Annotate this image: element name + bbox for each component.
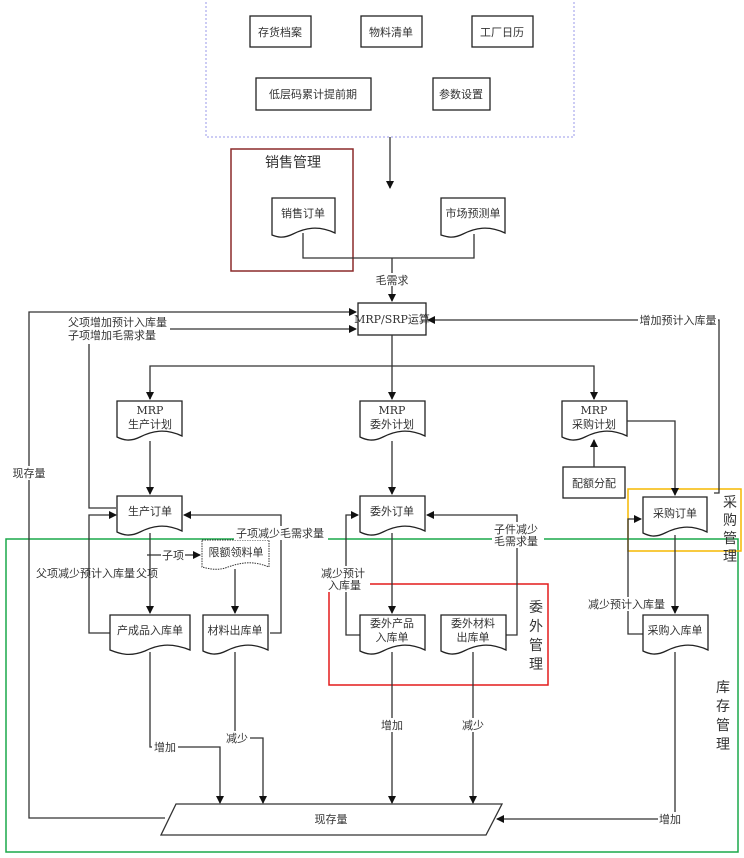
production-order-doc[interactable]: 生产订单 [116,495,183,536]
onhand-inventory-node[interactable]: 现存量 [159,803,504,836]
issue-to-prod-order-arrow [183,511,282,634]
svg-text:参数设置: 参数设置 [439,87,483,101]
mrp-srp-engine[interactable]: MRP/SRP运算 [354,302,430,336]
purchase-group-label-4: 理 [723,549,737,565]
issue-to-onhand-arrow [234,652,267,804]
sub-material-issue-doc[interactable]: 委外材料 出库单 [440,614,507,655]
pur-receipt-to-po-arrow [627,515,644,635]
inventory-group-frame [5,538,739,853]
pur-increase-label: 增加 [659,812,681,826]
parent-item-label: 父项 [136,567,158,580]
mrp-sub-plan-doc[interactable]: MRP 委外计划 [359,400,426,441]
po-increase-label: 增加预计入库量 [640,313,717,327]
subcontract-group-frame [328,583,549,686]
fg-to-onhand-arrow [149,652,224,804]
sales-group-frame [230,148,354,272]
config-item-low-level-code[interactable]: 低层码累计提前期 [255,77,372,111]
purchase-order-doc[interactable]: 采购订单 [642,496,708,537]
svg-text:销售订单: 销售订单 [281,206,325,220]
fg-increase-label: 增加 [154,740,176,754]
quota-allocation-box[interactable]: 配额分配 [562,466,626,499]
child-decrease-label: 子项减少毛需求量 [236,527,324,540]
material-issue-doc[interactable]: 材料出库单 [202,614,269,655]
inventory-group-label-2: 存 [716,699,730,715]
svg-text:入库单: 入库单 [376,631,409,644]
svg-text:MRP: MRP [137,404,165,417]
svg-text:产成品入库单: 产成品入库单 [117,623,183,637]
svg-text:MRP: MRP [581,404,609,417]
sub-dec-receipt-label-1: 减少预计 [321,567,365,580]
purchase-group-label-2: 购 [723,513,737,529]
purchase-group-label-1: 采 [723,495,737,511]
inventory-group-label-3: 管 [716,718,730,734]
parent-decrease-label: 父项减少预计入库量 [36,567,135,580]
svg-text:生产订单: 生产订单 [128,504,172,518]
subcontract-group-label-3: 管 [529,638,543,654]
subcontract-group-label-4: 理 [529,657,543,673]
purchase-group-label-3: 管 [723,531,737,547]
onhand-feedback-line [28,308,357,819]
pur-dec-receipt-label: 减少预计入库量 [588,598,665,611]
subcontract-group-label-1: 委 [529,600,543,616]
child-item-label: 子项 [162,549,184,562]
config-group-frame [205,0,575,138]
svg-text:现存量: 现存量 [315,812,348,826]
part-dec-label-2: 毛需求量 [494,535,538,548]
gross-req-label: 毛需求 [376,274,409,287]
sub-decrease-label: 减少 [462,719,484,732]
mrp-prod-plan-doc[interactable]: MRP 生产计划 [116,400,183,441]
pur-receipt-to-onhand-arrow [496,652,676,823]
subcontract-order-doc[interactable]: 委外订单 [359,495,426,536]
config-item-bom[interactable]: 物料清单 [360,15,423,48]
fg-receipt-doc[interactable]: 产成品入库单 [109,614,191,656]
sales-order-doc[interactable]: 销售订单 [271,197,336,238]
sales-merge-line [302,233,475,259]
svg-text:MRP/SRP运算: MRP/SRP运算 [354,312,430,326]
onhand-feedback-label: 现存量 [13,466,46,480]
svg-text:物料清单: 物料清单 [369,25,413,39]
sub-dec-receipt-label-2: 入库量 [328,579,361,592]
inventory-group-label-1: 库 [716,680,730,696]
forecast-doc[interactable]: 市场预测单 [440,197,506,238]
svg-text:材料出库单: 材料出库单 [208,623,263,637]
po-increase-arrow [427,316,720,494]
svg-text:委外材料: 委外材料 [451,616,495,630]
svg-text:委外计划: 委外计划 [370,418,414,431]
svg-text:存货档案: 存货档案 [258,25,302,39]
svg-text:市场预测单: 市场预测单 [446,206,501,220]
svg-text:采购订单: 采购订单 [653,506,697,520]
pur-plan-to-po-arrow [627,420,679,496]
svg-text:配额分配: 配额分配 [572,477,616,490]
svg-text:出库单: 出库单 [457,630,490,644]
svg-text:生产计划: 生产计划 [128,417,172,431]
fg-to-prod-order-arrow [88,511,119,634]
limit-pick-doc[interactable]: 限额领料单 [201,539,270,570]
mrp-branch-line [149,365,595,399]
sub-issue-to-order-arrow [426,511,518,636]
config-item-factory-calendar[interactable]: 工厂日历 [471,15,534,48]
child-increase-label: 子项增加毛需求量 [68,328,156,342]
svg-text:委外产品: 委外产品 [370,616,414,630]
parent-increase-label: 父项增加预计入库量 [68,315,167,329]
prod-order-to-mrp-line [88,344,116,509]
part-dec-label-1: 子件减少 [494,523,538,536]
svg-text:低层码累计提前期: 低层码累计提前期 [269,87,357,101]
svg-text:采购入库单: 采购入库单 [648,623,703,637]
sub-increase-label: 增加 [381,718,403,732]
config-item-parameters[interactable]: 参数设置 [432,77,491,111]
purchase-receipt-doc[interactable]: 采购入库单 [642,614,709,655]
svg-text:限额领料单: 限额领料单 [209,545,264,559]
sales-group-label: 销售管理 [265,155,321,171]
issue-decrease-label: 减少 [226,732,248,745]
mrp-pur-plan-doc[interactable]: MRP 采购计划 [561,400,628,441]
subcontract-group-label-2: 外 [529,619,543,635]
svg-text:采购计划: 采购计划 [572,417,616,431]
svg-text:委外订单: 委外订单 [370,505,414,518]
svg-text:MRP: MRP [379,404,407,417]
sub-product-receipt-doc[interactable]: 委外产品 入库单 [359,614,426,655]
config-item-inventory-archive[interactable]: 存货档案 [249,15,312,48]
inventory-group-label-4: 理 [716,737,730,753]
svg-text:工厂日历: 工厂日历 [480,26,524,39]
